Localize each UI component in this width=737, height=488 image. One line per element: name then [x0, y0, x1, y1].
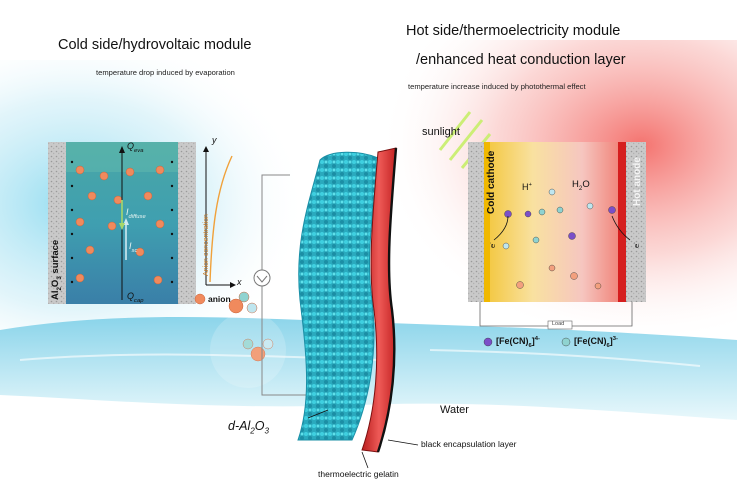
- right-subtitle: temperature increase induced by photothe…: [408, 82, 586, 91]
- legend-fe3: [Fe(CN)6]3-: [574, 336, 618, 349]
- legend-fe4: [Fe(CN)6]4-: [496, 336, 540, 349]
- axis-y-label: y: [212, 135, 217, 145]
- water-label: Water: [440, 404, 469, 416]
- h-plus-label: H+: [522, 182, 532, 192]
- right-title-line1: Hot side/thermoelectricity module: [406, 23, 621, 39]
- i-diffuse-label: Idiffuse: [126, 207, 146, 220]
- cold-cathode-label: Cold cathode: [486, 150, 497, 214]
- axis-x-label: x: [237, 277, 242, 287]
- i-sc-label: Isc: [129, 241, 138, 254]
- electron-left-label: e-: [488, 242, 497, 248]
- q-cap-label: Qcap: [127, 291, 144, 304]
- hot-anode-label: Hot anode: [632, 157, 643, 206]
- electron-right-label: e-: [632, 242, 641, 248]
- axis-ylabel: Anion concentration: [203, 214, 210, 276]
- load-label: Load: [552, 321, 565, 327]
- h2o-label: H2O: [572, 179, 590, 192]
- legend-anion: anion: [208, 294, 231, 304]
- d-al2o3-label: d-Al2O3: [228, 419, 269, 436]
- sunlight-label: sunlight: [422, 126, 460, 138]
- left-title: Cold side/hydrovoltaic module: [58, 37, 252, 53]
- right-title-line2: /enhanced heat conduction layer: [416, 52, 626, 68]
- left-subtitle: temperature drop induced by evaporation: [96, 68, 235, 77]
- al2o3-surface-label: Al2O3 surface: [50, 239, 63, 300]
- black-layer-label: black encapsulation layer: [421, 439, 517, 449]
- q-eva-label: Qeva: [127, 141, 144, 154]
- gelatin-label: thermoelectric gelatin: [318, 469, 399, 479]
